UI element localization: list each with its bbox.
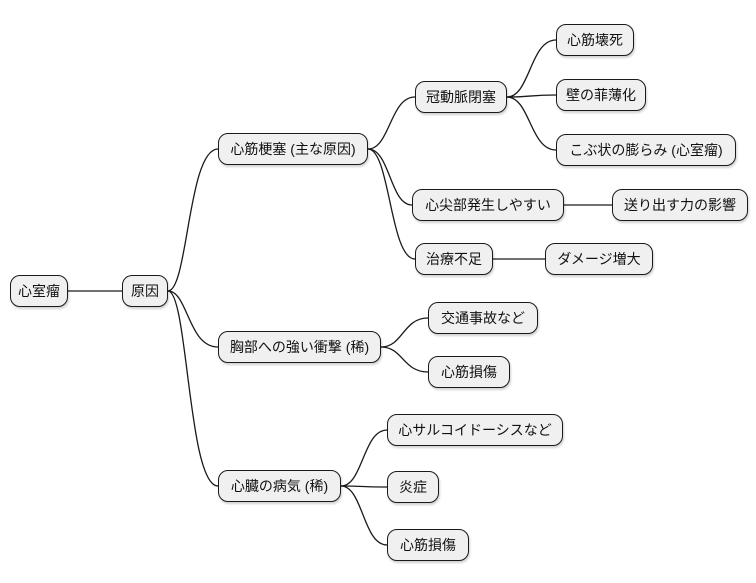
node-cause-label: 原因 — [131, 283, 159, 299]
node-mi-label: 心筋梗塞 (主な原因) — [230, 141, 356, 157]
node-myocardial-injury-1: 心筋損傷 — [428, 356, 510, 388]
node-damage-increase-label: ダメージ増大 — [557, 251, 641, 267]
edge-disease-injury2 — [340, 485, 388, 546]
node-coronary-occlusion-label: 冠動脈閉塞 — [426, 89, 496, 105]
node-wall-thinning-label: 壁の菲薄化 — [566, 87, 636, 103]
node-necrosis-label: 心筋壊死 — [567, 32, 623, 48]
node-undertreatment: 治療不足 — [415, 243, 493, 275]
edge-coronary-thinning — [506, 94, 557, 98]
node-sarcoidosis: 心サルコイドーシスなど — [387, 414, 563, 446]
edge-cause-chest — [167, 290, 219, 348]
node-pump-force-label: 送り出す力の影響 — [624, 197, 736, 213]
edge-coronary-bulge — [506, 96, 557, 151]
edge-mi-undertreatment — [367, 148, 416, 260]
node-myocardial-injury-2: 心筋損傷 — [387, 529, 469, 561]
node-root-label: 心室瘤 — [18, 283, 60, 299]
edge-disease-inflammation — [340, 485, 388, 488]
node-apex-label: 心尖部発生しやすい — [425, 197, 551, 213]
node-chest-impact-label: 胸部への強い衝撃 (稀) — [229, 339, 370, 355]
node-inflammation-label: 炎症 — [399, 479, 427, 495]
node-cause: 原因 — [122, 275, 168, 307]
node-apex: 心尖部発生しやすい — [412, 189, 564, 221]
node-inflammation: 炎症 — [387, 471, 439, 503]
edge-coronary-necrosis — [506, 39, 557, 98]
node-damage-increase: ダメージ増大 — [545, 243, 653, 275]
node-traffic-accident-label: 交通事故など — [441, 310, 525, 326]
node-myocardial-injury-1-label: 心筋損傷 — [441, 364, 497, 380]
node-heart-disease: 心臓の病気 (稀) — [218, 470, 341, 502]
node-myocardial-injury-2-label: 心筋損傷 — [400, 537, 456, 553]
edge-mi-apex — [367, 148, 413, 206]
node-sarcoidosis-label: 心サルコイドーシスなど — [398, 422, 552, 438]
node-mi: 心筋梗塞 (主な原因) — [218, 133, 368, 165]
node-root: 心室瘤 — [10, 275, 68, 307]
edge-chest-accident — [380, 317, 429, 348]
node-undertreatment-label: 治療不足 — [426, 251, 482, 267]
node-necrosis: 心筋壊死 — [556, 24, 634, 56]
edge-disease-sarcoidosis — [340, 429, 388, 487]
node-bulge: こぶ状の膨らみ (心室瘤) — [556, 134, 736, 166]
node-pump-force: 送り出す力の影響 — [612, 189, 748, 221]
node-bulge-label: こぶ状の膨らみ (心室瘤) — [569, 142, 723, 158]
edge-cause-mi — [167, 148, 219, 292]
edge-mi-coronary — [367, 96, 416, 150]
node-wall-thinning: 壁の菲薄化 — [556, 79, 646, 111]
edge-chest-injury1 — [380, 346, 429, 373]
node-traffic-accident: 交通事故など — [428, 302, 538, 334]
node-coronary-occlusion: 冠動脈閉塞 — [415, 81, 507, 113]
node-heart-disease-label: 心臓の病気 (稀) — [230, 478, 329, 494]
node-chest-impact: 胸部への強い衝撃 (稀) — [218, 331, 381, 363]
edge-cause-heartdisease — [167, 290, 219, 487]
